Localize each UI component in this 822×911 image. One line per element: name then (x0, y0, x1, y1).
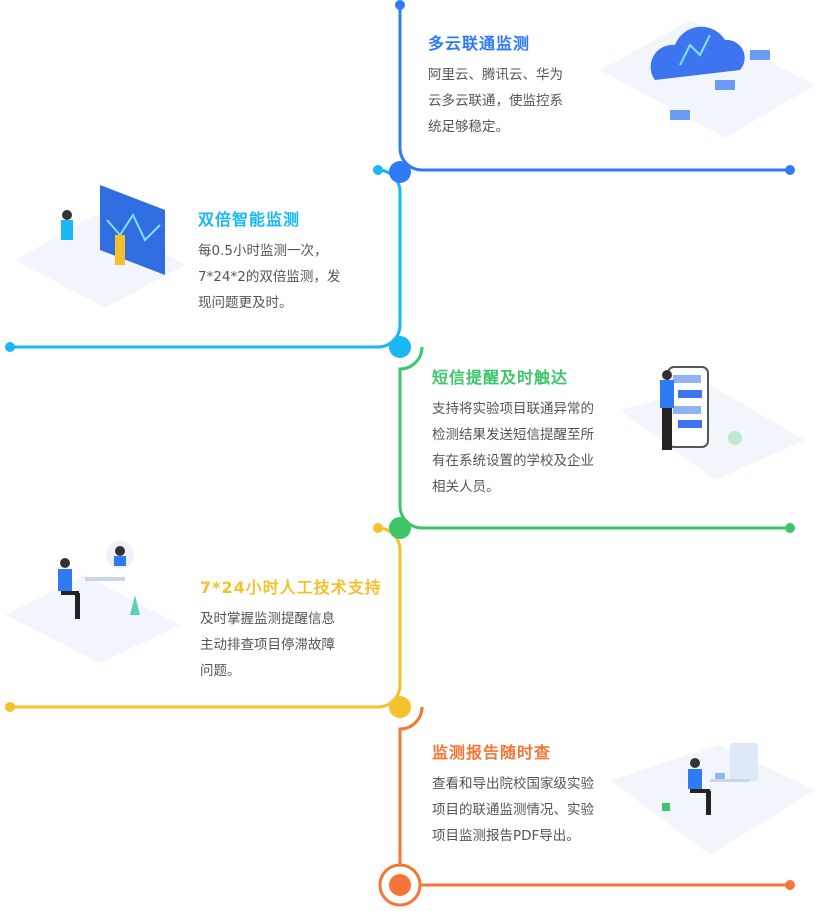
feature-title: 监测报告随时查 (432, 743, 552, 762)
timeline-end-ring (378, 863, 422, 907)
feature-manual-support: 7*24小时人工技术支持 及时掌握监测提醒信息 主动排查项目停滞故障 问题。 (200, 574, 382, 684)
feature-text: 项目的联通监测情况、实验 (432, 802, 594, 818)
feature-double-monitoring: 双倍智能监测 每0.5小时监测一次， 7*24*2的双倍监测，发 现问题更及时。 (198, 206, 340, 316)
timeline-node-cyan (389, 336, 411, 358)
feature-multi-cloud: 多云联通监测 阿里云、腾讯云、华为 云多云联通，使监控系 统足够稳定。 (428, 30, 563, 140)
timeline-node-blue (389, 161, 411, 183)
timeline-segment-yellow (10, 526, 402, 709)
timeline-segment-orange (398, 706, 790, 887)
feature-text: 及时掌握监测提醒信息 (200, 611, 335, 627)
feature-text: 有在系统设置的学校及企业 (432, 453, 594, 469)
timeline-dot (373, 523, 383, 533)
timeline-dot (5, 342, 15, 352)
feature-text: 统足够稳定。 (428, 119, 509, 135)
timeline-dot (5, 702, 15, 712)
feature-text: 相关人员。 (432, 479, 500, 495)
feature-text: 云多云联通，使监控系 (428, 93, 563, 109)
feature-text: 7*24*2的双倍监测，发 (198, 269, 341, 285)
feature-text: 每0.5小时监测一次， (198, 243, 328, 259)
timeline-segment-cyan (10, 168, 402, 349)
feature-text: 阿里云、腾讯云、华为 (428, 67, 563, 83)
timeline-dot (785, 523, 795, 533)
feature-title: 双倍智能监测 (198, 210, 301, 229)
feature-text: 问题。 (200, 663, 241, 679)
report-desk-illustration (610, 743, 815, 855)
feature-title: 短信提醒及时触达 (432, 368, 569, 387)
dashboard-monitoring-illustration (15, 185, 185, 308)
feature-text: 支持将实验项目联通异常的 (432, 401, 594, 417)
feature-title: 多云联通监测 (428, 34, 531, 53)
timeline-node-yellow (389, 696, 411, 718)
timeline-node-orange (389, 874, 411, 896)
timeline-node-green (389, 517, 411, 539)
cloud-network-illustration (600, 20, 815, 138)
feature-title: 7*24小时人工技术支持 (200, 578, 382, 597)
feature-text: 主动排查项目停滞故障 (200, 637, 335, 653)
feature-report-query: 监测报告随时查 查看和导出院校国家级实验 项目的联通监测情况、实验 项目监测报告… (432, 739, 594, 849)
feature-text: 现问题更及时。 (198, 295, 293, 311)
timeline-dot (785, 165, 795, 175)
feature-text: 项目监测报告PDF导出。 (432, 828, 580, 844)
phone-sms-illustration (620, 366, 805, 480)
feature-sms-alert: 短信提醒及时触达 支持将实验项目联通异常的 检测结果发送短信提醒至所 有在系统设… (432, 364, 594, 500)
timeline-dot (373, 165, 383, 175)
timeline-dot (785, 880, 795, 890)
support-staff-illustration (5, 541, 180, 663)
timeline-segment-green (398, 346, 790, 530)
feature-text: 查看和导出院校国家级实验 (432, 776, 594, 792)
timeline-dot (395, 0, 405, 10)
feature-text: 检测结果发送短信提醒至所 (432, 427, 594, 443)
